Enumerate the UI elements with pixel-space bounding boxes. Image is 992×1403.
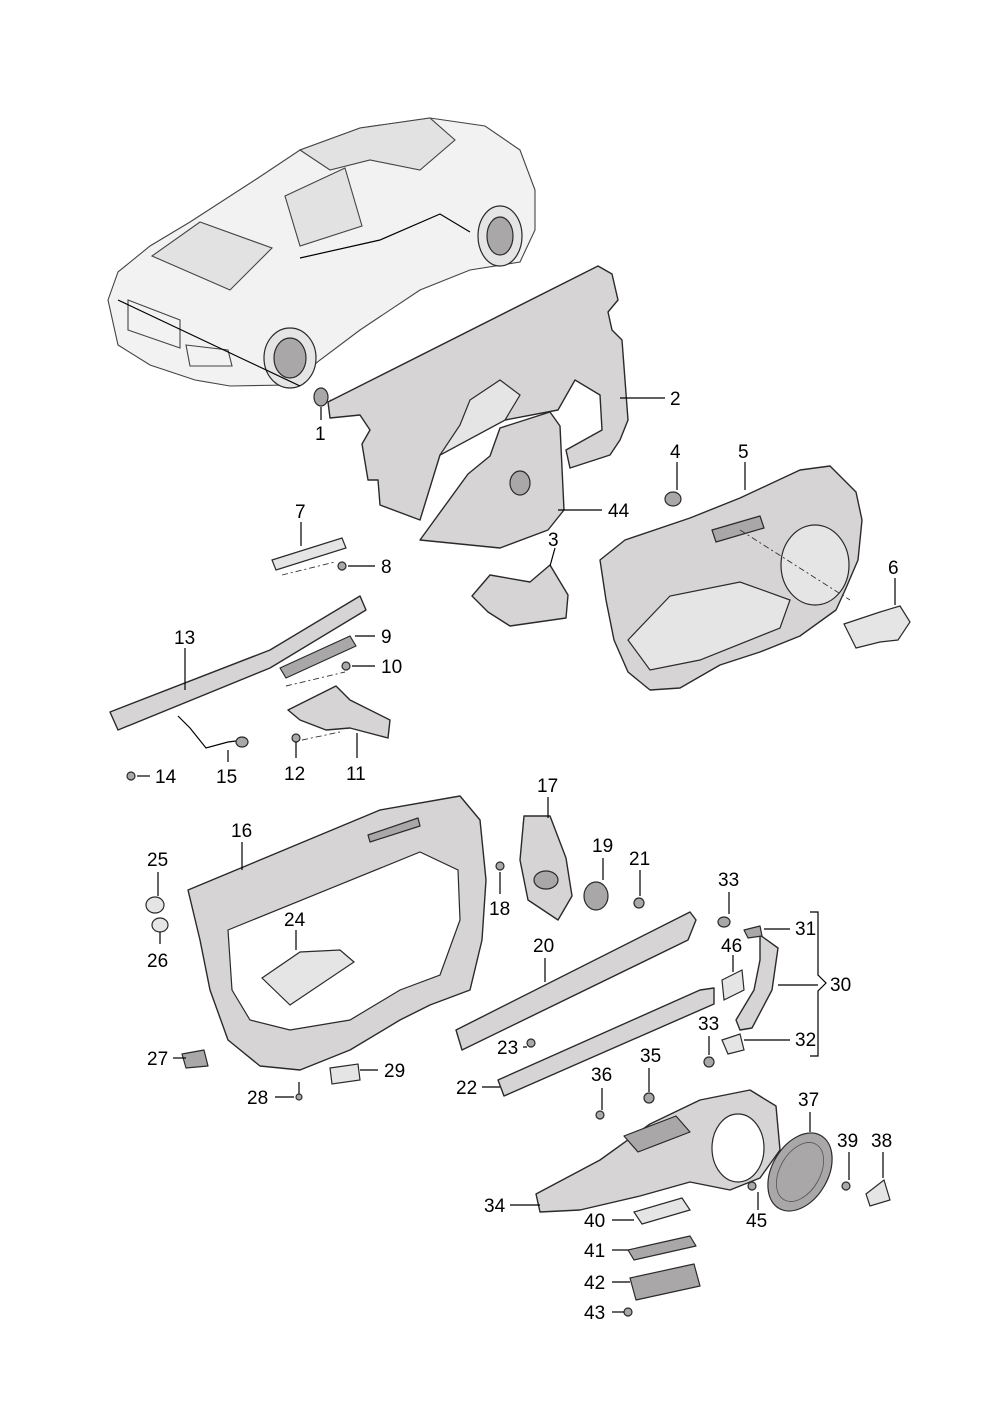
part-14-clip bbox=[126, 771, 150, 781]
callout-43: 43 bbox=[584, 1303, 605, 1324]
part-40-switch-frame bbox=[612, 1197, 691, 1225]
part-33-nut-upper bbox=[717, 892, 731, 928]
car-overview-illustration bbox=[107, 117, 536, 389]
part-27-light bbox=[173, 1049, 209, 1069]
part-45-clip bbox=[747, 1181, 759, 1210]
callout-42: 42 bbox=[584, 1273, 605, 1294]
part-34-armrest bbox=[510, 1089, 781, 1213]
callout-30: 30 bbox=[830, 975, 851, 996]
callout-33-upper: 33 bbox=[718, 870, 739, 891]
part-11-duct bbox=[287, 685, 391, 758]
callout-19: 19 bbox=[592, 836, 613, 857]
part-39-clip bbox=[841, 1152, 851, 1191]
callout-24: 24 bbox=[284, 910, 306, 931]
callout-29: 29 bbox=[384, 1061, 405, 1082]
callout-41: 41 bbox=[584, 1241, 605, 1262]
callout-37: 37 bbox=[798, 1090, 819, 1111]
part-21-clip bbox=[633, 870, 645, 909]
part-4-nut bbox=[664, 462, 682, 507]
callout-33-lower: 33 bbox=[698, 1014, 719, 1035]
part-29-lamp bbox=[329, 1063, 378, 1085]
part-9-switch-bezel bbox=[279, 635, 375, 679]
callout-8: 8 bbox=[381, 557, 392, 578]
callout-45: 45 bbox=[746, 1211, 767, 1232]
part-12-clip bbox=[291, 731, 341, 758]
part-43-screw bbox=[612, 1307, 633, 1317]
callout-39: 39 bbox=[837, 1131, 858, 1152]
callout-44: 44 bbox=[608, 501, 630, 522]
part-2-insulation-panel bbox=[327, 265, 665, 521]
callout-46: 46 bbox=[721, 936, 742, 957]
part-44-sealing-pad bbox=[419, 411, 602, 549]
part-13-window-rail bbox=[109, 595, 367, 731]
part-20-trim-strip bbox=[455, 911, 697, 1051]
part-35-clip bbox=[643, 1068, 655, 1104]
part-18-clip bbox=[495, 861, 505, 894]
callout-18: 18 bbox=[489, 899, 510, 920]
part-3-bracket bbox=[471, 547, 569, 627]
callout-2: 2 bbox=[670, 389, 681, 410]
part-25-button bbox=[145, 872, 165, 914]
callout-10: 10 bbox=[381, 657, 402, 678]
part-36-screw bbox=[595, 1088, 605, 1120]
callout-31: 31 bbox=[795, 919, 816, 940]
callout-1: 1 bbox=[315, 424, 326, 445]
callout-17: 17 bbox=[537, 776, 558, 797]
part-6-inner-handle bbox=[843, 578, 911, 649]
callout-34: 34 bbox=[484, 1196, 506, 1217]
part-42-switch-block bbox=[612, 1263, 701, 1301]
part-38-cap bbox=[865, 1152, 891, 1207]
callout-35: 35 bbox=[640, 1046, 661, 1067]
part-22-ambient-strip bbox=[482, 987, 715, 1097]
callout-15: 15 bbox=[216, 767, 237, 788]
callout-12: 12 bbox=[284, 764, 305, 785]
callout-11: 11 bbox=[346, 764, 366, 785]
callout-9: 9 bbox=[381, 627, 392, 648]
callout-6: 6 bbox=[888, 558, 899, 579]
callout-25: 25 bbox=[147, 850, 168, 871]
callout-16: 16 bbox=[231, 821, 252, 842]
callout-20: 20 bbox=[533, 936, 554, 957]
callout-22: 22 bbox=[456, 1078, 477, 1099]
callout-23: 23 bbox=[497, 1038, 518, 1059]
part-37-speaker-grille bbox=[767, 1112, 833, 1212]
part-17-mirror-cover bbox=[519, 797, 573, 921]
part-46-bracket bbox=[721, 955, 745, 1001]
callout-28: 28 bbox=[247, 1088, 268, 1109]
callout-4: 4 bbox=[670, 442, 681, 463]
part-31-cap bbox=[743, 925, 790, 939]
callout-26: 26 bbox=[147, 951, 168, 972]
part-19-tweeter bbox=[583, 858, 609, 911]
part-32-cap bbox=[721, 1033, 790, 1055]
part-26-button bbox=[151, 917, 169, 944]
callout-7: 7 bbox=[295, 502, 306, 523]
part-30-handle-assembly bbox=[735, 911, 827, 1057]
part-7-trim-strip bbox=[271, 522, 347, 576]
part-41-switch-panel bbox=[612, 1235, 697, 1261]
callout-5: 5 bbox=[738, 442, 749, 463]
callout-36: 36 bbox=[591, 1065, 612, 1086]
callout-21: 21 bbox=[629, 849, 650, 870]
callout-labels: 1 2 3 4 5 6 7 8 9 10 11 12 13 14 15 16 1… bbox=[147, 389, 899, 1324]
part-33-nut-lower bbox=[703, 1036, 715, 1068]
part-23-clip bbox=[523, 1038, 536, 1048]
callout-27: 27 bbox=[147, 1049, 168, 1070]
part-24-pocket-insert bbox=[261, 930, 355, 1006]
callout-38: 38 bbox=[871, 1131, 892, 1152]
part-28-screw bbox=[275, 1082, 303, 1101]
callout-32: 32 bbox=[795, 1030, 816, 1051]
callout-13: 13 bbox=[174, 628, 195, 649]
callout-3: 3 bbox=[548, 530, 559, 551]
callout-40: 40 bbox=[584, 1211, 605, 1232]
callout-14: 14 bbox=[155, 767, 177, 788]
part-5-door-carrier-frame bbox=[599, 462, 863, 691]
part-8-screw bbox=[337, 561, 375, 571]
part-15-wiring bbox=[177, 715, 249, 762]
part-10-screw bbox=[285, 661, 375, 687]
